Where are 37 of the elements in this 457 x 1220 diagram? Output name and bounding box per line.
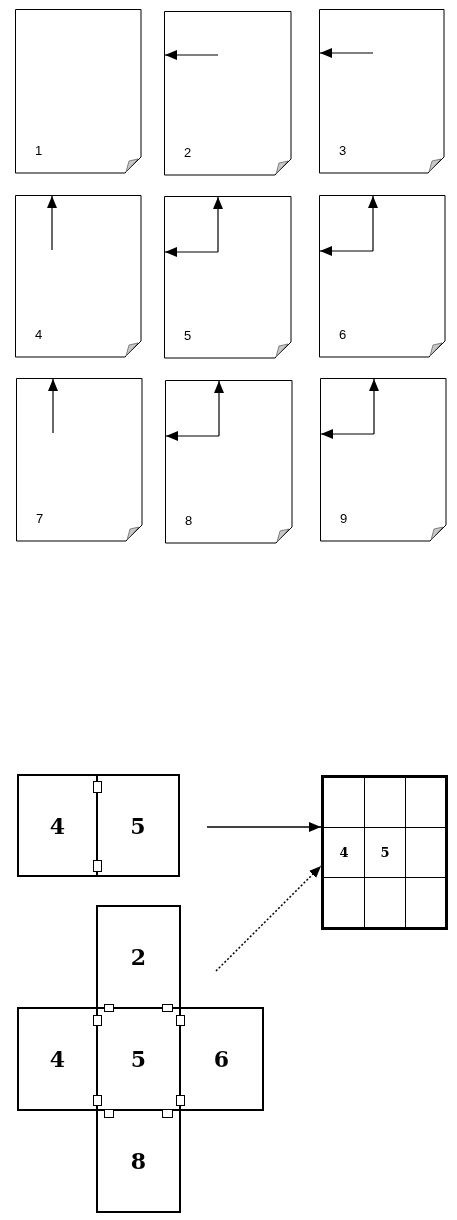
page-number: 4 bbox=[49, 813, 66, 838]
grid-cell bbox=[323, 877, 365, 928]
page-sheet bbox=[320, 378, 447, 542]
grid-cell bbox=[405, 777, 446, 828]
page-number: 7 bbox=[36, 512, 44, 526]
page-number: 5 bbox=[130, 1047, 147, 1071]
page-tile bbox=[96, 774, 180, 877]
page-number: 4 bbox=[49, 1047, 66, 1071]
page-sheet bbox=[165, 380, 293, 544]
page-number: 3 bbox=[339, 144, 347, 158]
arrow bbox=[215, 865, 322, 972]
page-tile bbox=[96, 1109, 181, 1213]
page-sheet bbox=[15, 9, 142, 174]
page-number: 9 bbox=[340, 512, 348, 526]
page-number: 6 bbox=[339, 328, 347, 342]
page-tile bbox=[179, 1007, 264, 1111]
page-number: 2 bbox=[130, 945, 147, 969]
grid-cell bbox=[405, 877, 446, 928]
page-sheet bbox=[15, 195, 142, 358]
page-number: 8 bbox=[185, 514, 193, 528]
page-sheet bbox=[16, 378, 143, 542]
page-sheet bbox=[319, 195, 446, 358]
page-number: 8 bbox=[130, 1149, 147, 1173]
page-number: 2 bbox=[184, 146, 192, 160]
page-sheet bbox=[164, 11, 292, 176]
arrow bbox=[206, 822, 322, 832]
page-number: 5 bbox=[130, 813, 146, 838]
page-number: 4 bbox=[339, 845, 349, 860]
page-number: 4 bbox=[35, 328, 43, 342]
page-grid bbox=[321, 775, 448, 930]
page-sheet bbox=[319, 9, 445, 174]
page-number: 5 bbox=[380, 845, 390, 860]
page-number: 5 bbox=[184, 329, 192, 343]
page-sheet bbox=[164, 196, 292, 359]
grid-cell bbox=[323, 777, 365, 828]
page-number: 6 bbox=[213, 1047, 230, 1071]
page-number: 1 bbox=[35, 144, 43, 158]
